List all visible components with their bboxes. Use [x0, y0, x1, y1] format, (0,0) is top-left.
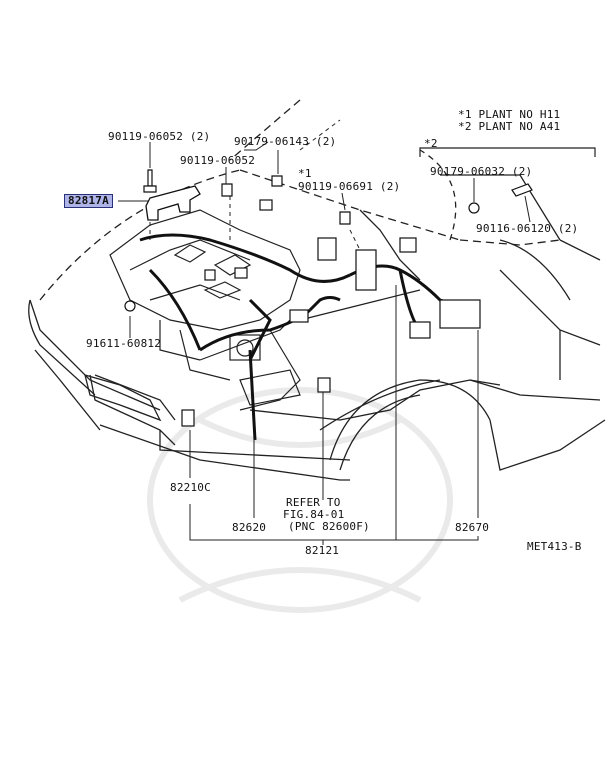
plant-note-2-mark: *2 [458, 120, 472, 133]
leader-lines [118, 119, 531, 545]
part-label-82121: 82121 [305, 544, 340, 557]
fasteners [124, 169, 533, 312]
part-label-90179-06032: 90179-06032 (2) [430, 165, 533, 178]
part-label-82620: 82620 [232, 521, 267, 534]
part-label-90119-06052-2: 90119-06052 (2) [108, 130, 211, 143]
part-label-91611-60812: 91611-60812 [86, 337, 162, 350]
plant-note-1: *1 PLANT NO H11 [458, 109, 560, 121]
harness-connectors [181, 199, 481, 427]
refer-line-3: (PNC 82600F) [288, 520, 370, 533]
plant-note-2: *2 PLANT NO A41 [458, 121, 560, 133]
refer-line-2: FIG.84-01 [283, 508, 345, 521]
part-label-82210c: 82210C [170, 481, 211, 494]
car-body-outline [28, 99, 606, 481]
part-label-90119-06691: 90119-06691 (2) [298, 180, 401, 193]
engine-block [109, 209, 301, 411]
group-bracket [419, 147, 596, 157]
part-label-90119-06052: 90119-06052 [180, 154, 256, 167]
group-mark-label: *2 [424, 137, 438, 150]
bracket-82817a [145, 185, 201, 221]
figure-code: MET413-B [527, 540, 582, 553]
part-label-82670: 82670 [455, 521, 490, 534]
plant-note-1-mark: *1 [458, 108, 472, 121]
part-label-90179-06143: 90179-06143 (2) [234, 135, 337, 148]
plant-note-1-text: PLANT NO H11 [478, 108, 561, 121]
refer-line-1: REFER TO [286, 496, 341, 509]
watermark-seal [147, 387, 453, 613]
mark-label-star1: *1 [298, 167, 312, 180]
part-label-82817a[interactable]: 82817A [64, 194, 113, 208]
plant-note-2-text: PLANT NO A41 [478, 120, 561, 133]
part-label-90116-06120: 90116-06120 (2) [476, 222, 579, 235]
